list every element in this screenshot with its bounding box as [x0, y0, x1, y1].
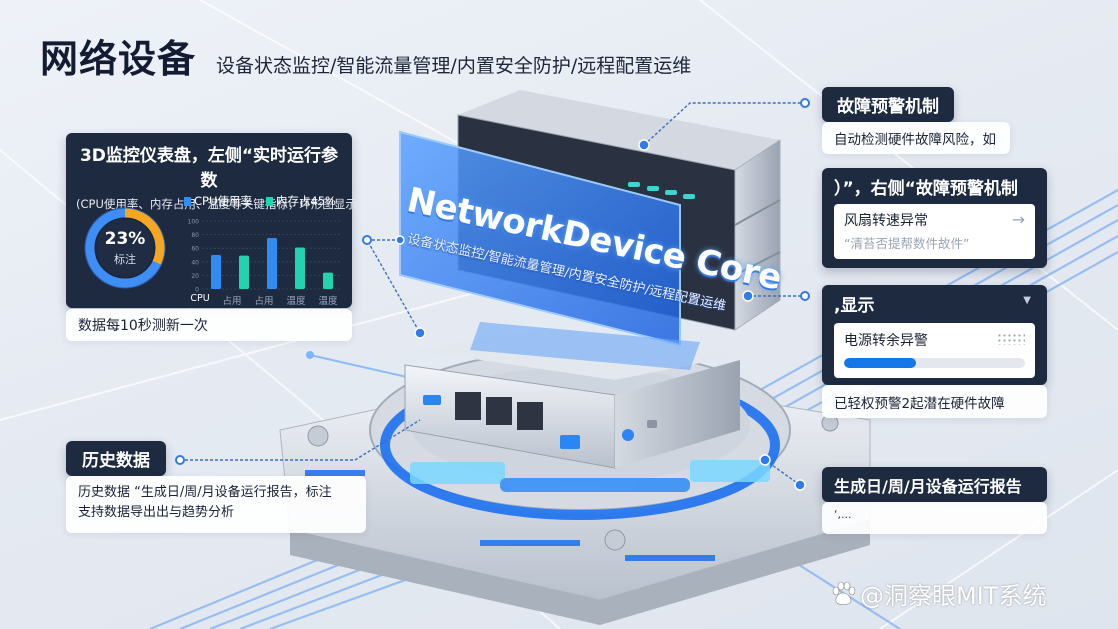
chevron-down-icon[interactable]: ▼ [1023, 295, 1031, 306]
bar [267, 238, 277, 289]
svg-text:40: 40 [191, 259, 199, 266]
alert-title: 电源转余异警 [844, 333, 928, 349]
watermark-text: @洞察眼MIT系统 [860, 582, 1047, 610]
bar [239, 255, 249, 289]
report-body: ‘,... [822, 502, 1047, 534]
watermark: @洞察眼MIT系统 [830, 576, 1046, 611]
alert-title: 风扇转速异常 [844, 213, 928, 229]
report-tag[interactable]: 生成日/周/月设备运行报告 [822, 467, 1047, 502]
power-alert-panel: ,显示 ▼ 电源转余异警 [822, 285, 1047, 385]
fan-speed-alert-card[interactable]: 风扇转速异常 “清苔否提帮数件故件” → [834, 204, 1035, 259]
bar [295, 247, 305, 289]
alert-progress-fill [844, 358, 917, 368]
fault-description: 自动检测硬件故障风险，如 [822, 122, 1010, 154]
bar [211, 255, 221, 289]
page-subtitle: 设备状态监控/智能流量管理/内置安全防护/远程配置运维 [216, 55, 692, 77]
chart-legend: CPU使用率 内存占45% [184, 193, 336, 209]
history-tag[interactable]: 历史数据 [66, 441, 166, 476]
header: 网络设备 设备状态监控/智能流量管理/内置安全防护/远程配置运维 [40, 28, 691, 83]
bar [323, 272, 333, 289]
donut-chart: 23% 标注 [80, 203, 170, 293]
donut-caption: 标注 [114, 253, 136, 266]
svg-text:20: 20 [191, 273, 199, 280]
svg-text:60: 60 [191, 246, 199, 253]
svg-text:0: 0 [195, 287, 199, 294]
svg-text:80: 80 [191, 232, 199, 239]
monitor-subtitle: (CPU使用率、内存占用、温度等关键指标，环形图显示 [76, 197, 357, 211]
alert-progress-bar [844, 358, 1025, 368]
svg-text:100: 100 [188, 219, 200, 226]
baidu-paw-icon [832, 581, 856, 605]
fault-warning-tag[interactable]: 故障预警机制 [822, 87, 954, 122]
fault-alert-panel: ）”，右侧“故障预警机制 风扇转速异常 “清苔否提帮数件故件” → [822, 168, 1047, 268]
alert-panel-header: ,显示 [834, 296, 875, 316]
alert-summary: 已轻权预警2起潜在硬件故障 [822, 385, 1047, 418]
alert-subtitle: “清苔否提帮数件故件” [844, 236, 970, 251]
monitor-title: 3D监控仪表盘，左侧“实时运行参数 [79, 146, 339, 191]
alert-panel-header: ）”，右侧“故障预警机制 [834, 179, 1018, 199]
donut-ring [84, 207, 166, 289]
history-description: 历史数据 “生成日/周/月设备运行报告，标注 支持数据导出出与趋势分析 [66, 476, 366, 533]
refresh-note: 数据每10秒测新一次 [66, 309, 352, 341]
page-title: 网络设备 [40, 37, 197, 81]
bar-x-labels: CPU 占用 占用 温度 温度 [190, 293, 338, 307]
bar-chart: 0 20 40 60 80 100 CPU 占用 占用 温度 温度 [184, 215, 344, 307]
bar-chart-plot: 0 20 40 60 80 100 [188, 219, 342, 294]
monitor-dashboard-panel: 3D监控仪表盘，左侧“实时运行参数 (CPU使用率、内存占用、温度等关键指标，环… [66, 133, 357, 308]
legend-item-memory: 内存占45% [265, 193, 336, 209]
arrow-right-icon[interactable]: → [1011, 210, 1025, 229]
legend-item-cpu: CPU使用率 [184, 193, 252, 209]
dot-grid-icon [997, 333, 1025, 345]
donut-value: 23% [104, 229, 146, 249]
power-alert-card[interactable]: 电源转余异警 [834, 323, 1035, 378]
